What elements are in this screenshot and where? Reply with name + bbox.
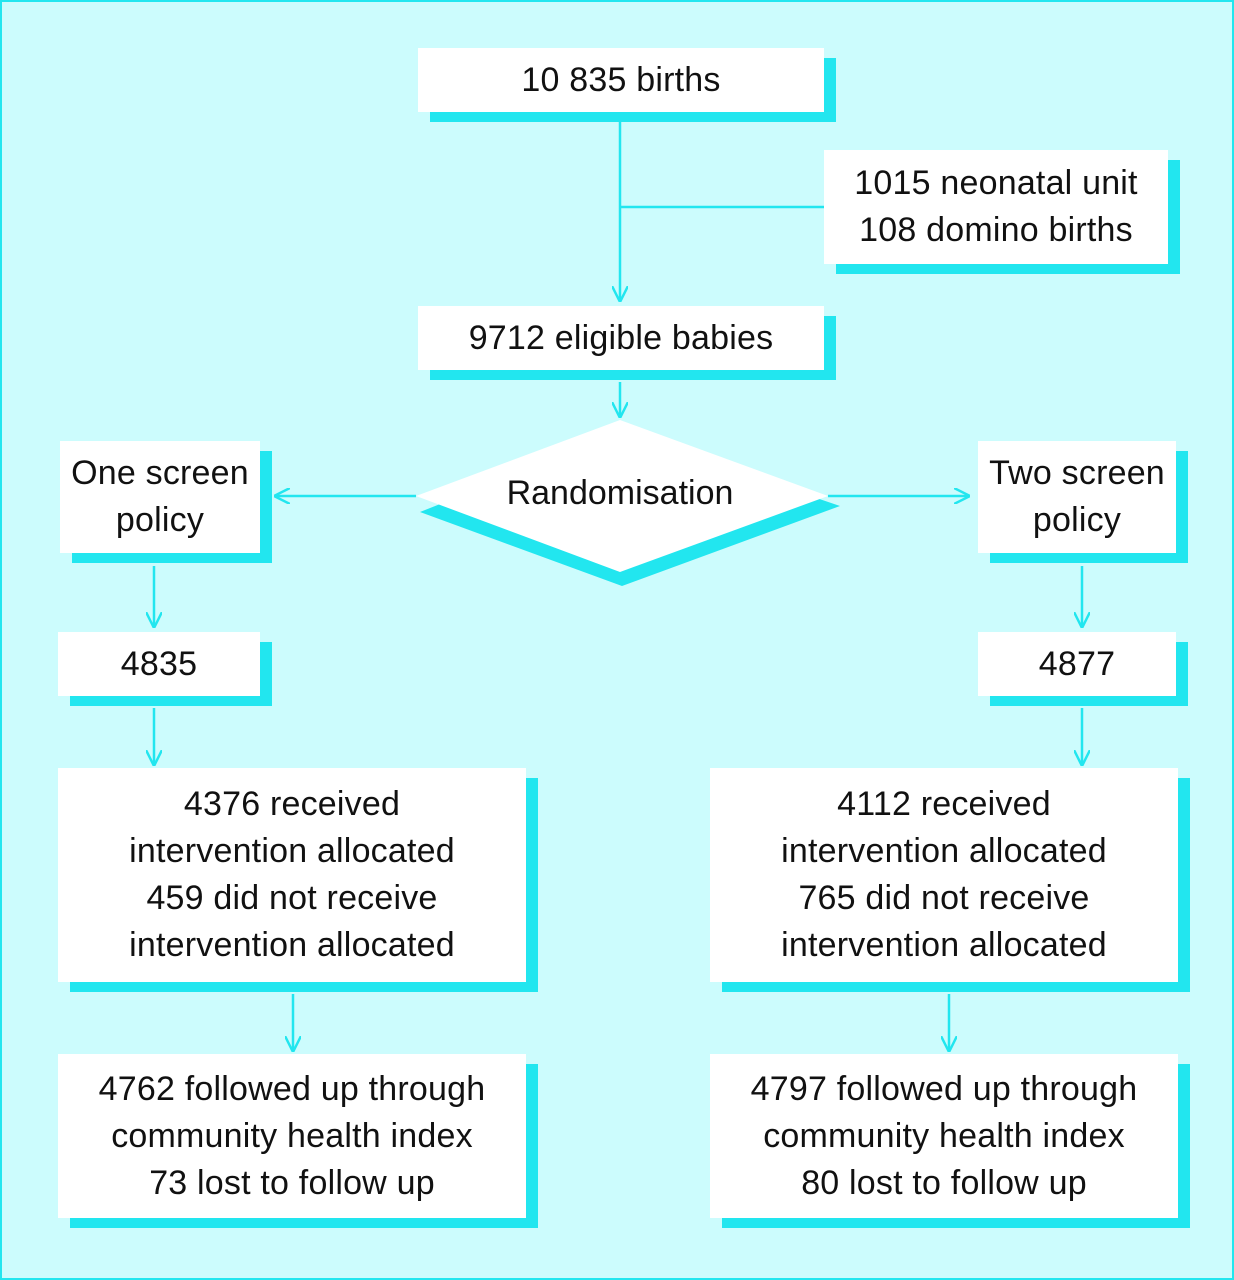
two-intervention-line-3: 765 did not receive: [798, 879, 1090, 917]
one-screen-policy-line-2: policy: [115, 501, 205, 539]
two-screen-intervention-box: 4112 received intervention allocated 765…: [710, 768, 1178, 982]
randomisation-diamond: [416, 420, 828, 572]
one-intervention-line-3: 459 did not receive: [146, 879, 438, 917]
two-screen-policy-box: Two screen policy: [978, 441, 1176, 553]
eligible-label: 9712 eligible babies: [468, 318, 774, 357]
one-screen-followup-box: 4762 followed up through community healt…: [58, 1054, 526, 1218]
excluded-box: 1015 neonatal unit 108 domino births: [824, 150, 1168, 264]
two-intervention-line-2: intervention allocated: [781, 832, 1107, 870]
one-screen-policy-box: One screen policy: [60, 441, 260, 553]
births-box: 10 835 births: [418, 48, 824, 112]
two-followup-line-1: 4797 followed up through: [750, 1069, 1138, 1108]
two-intervention-line-4: intervention allocated: [781, 926, 1107, 964]
one-intervention-line-4: intervention allocated: [129, 926, 455, 964]
two-screen-count-box: 4877: [978, 632, 1176, 696]
two-intervention-line-1: 4112 received: [837, 785, 1051, 823]
one-intervention-line-2: intervention allocated: [129, 832, 455, 870]
two-screen-policy-line-1: Two screen: [989, 454, 1165, 492]
excluded-line-2: 108 domino births: [859, 211, 1133, 249]
two-followup-line-2: community health index: [763, 1116, 1125, 1155]
two-screen-followup-box: 4797 followed up through community healt…: [710, 1054, 1178, 1218]
one-followup-line-3: 73 lost to follow up: [149, 1163, 435, 1202]
one-screen-policy-line-1: One screen: [71, 454, 249, 492]
one-screen-count-box: 4835: [58, 632, 260, 696]
two-screen-count: 4877: [1038, 644, 1116, 683]
excluded-line-1: 1015 neonatal unit: [854, 164, 1138, 202]
two-screen-policy-line-2: policy: [1032, 501, 1122, 539]
births-label: 10 835 births: [521, 60, 721, 99]
randomisation-label: Randomisation: [506, 474, 734, 512]
one-followup-line-2: community health index: [111, 1116, 473, 1155]
one-intervention-line-1: 4376 received: [183, 785, 401, 823]
one-screen-intervention-box: 4376 received intervention allocated 459…: [58, 768, 526, 982]
one-screen-count: 4835: [120, 644, 198, 683]
one-followup-line-1: 4762 followed up through: [98, 1069, 486, 1108]
two-followup-line-3: 80 lost to follow up: [801, 1163, 1087, 1202]
eligible-box: 9712 eligible babies: [418, 306, 824, 370]
